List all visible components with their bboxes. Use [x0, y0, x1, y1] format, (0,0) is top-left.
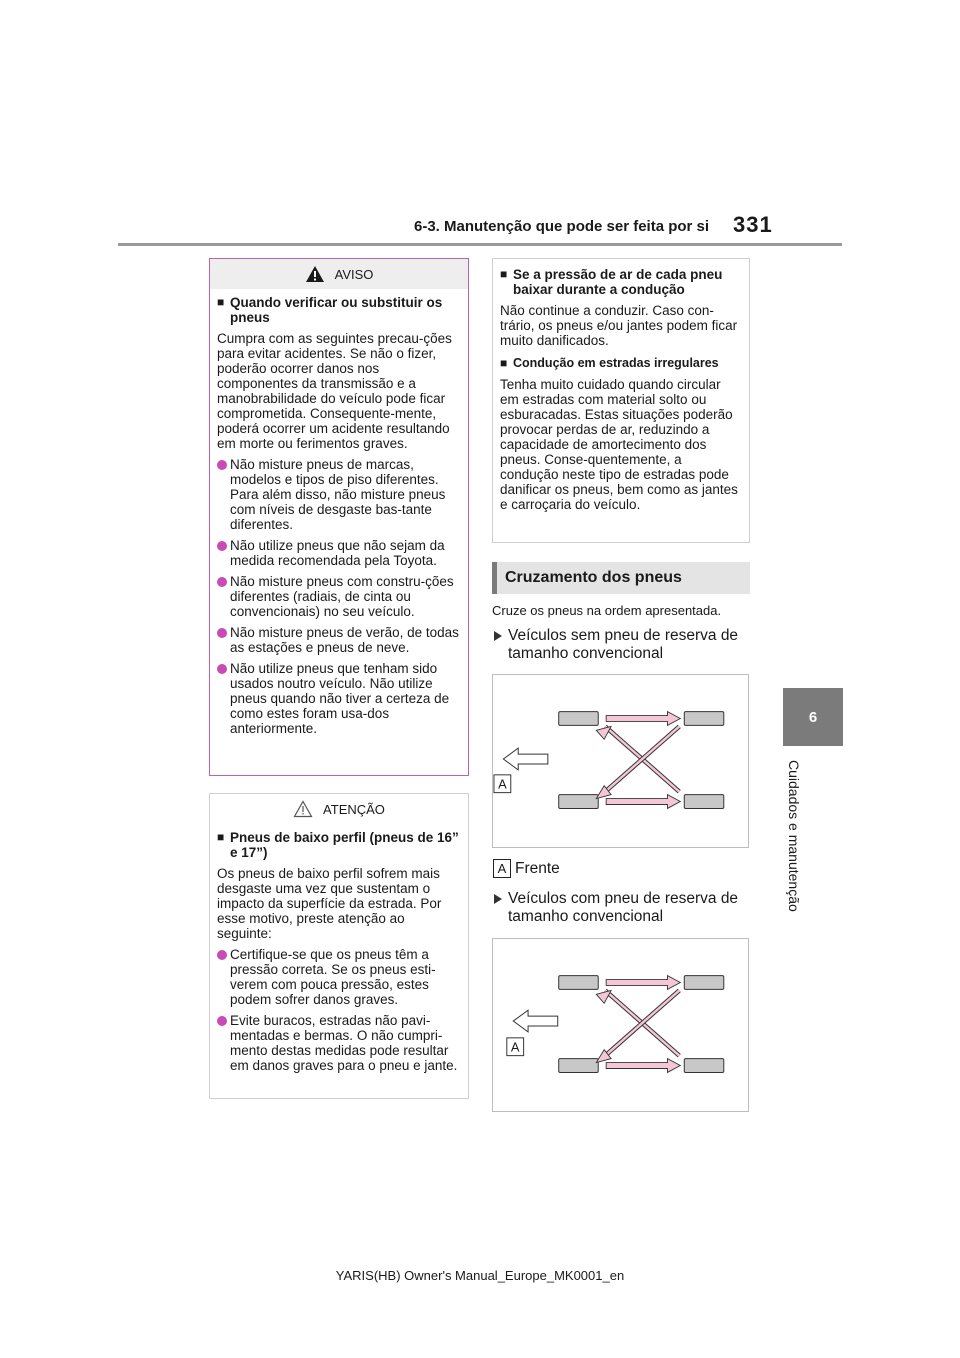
page-number: 331: [733, 212, 773, 237]
tire-front-right: [683, 711, 725, 726]
warning-bullet: Não misture pneus de marcas, modelos e t…: [217, 457, 461, 532]
warning-box: AVISO Quando verificar ou substituir os …: [209, 258, 469, 776]
tire-rear-left: [558, 794, 599, 809]
tire-rear-right: [683, 1058, 725, 1073]
arrow-front-left-to-right: [605, 710, 682, 727]
rotation-diagram-no-spare: A: [492, 674, 749, 848]
arrow-head: [595, 1048, 612, 1064]
pressure-section-title: Se a pressão de ar de cada pneu baixar d…: [500, 267, 742, 297]
chapter-tab: 6: [783, 688, 843, 746]
caution-intro: Os pneus de baixo perfil sofrem mais des…: [217, 866, 442, 941]
front-arrow-icon: [502, 747, 549, 771]
caution-box-continued: Se a pressão de ar de cada pneu baixar d…: [492, 258, 750, 543]
warning-bullet: Não utilize pneus que tenham sido usados…: [217, 661, 461, 736]
arrow-rear-left-to-right: [605, 1057, 682, 1074]
arrow-front-left-to-right: [605, 974, 682, 991]
arrow-head: [595, 784, 612, 800]
warning-intro: Cumpra com as seguintes precau-ções para…: [217, 331, 452, 451]
warning-bullet: Não misture pneus com constru-ções difer…: [217, 574, 461, 619]
caution-bullet: Evite buracos, estradas não pavi-mentada…: [217, 1013, 461, 1073]
label-a: A: [511, 1040, 520, 1055]
tire-front-right: [683, 975, 725, 990]
rotation-diagram-with-spare: A: [492, 938, 749, 1112]
front-arrow-icon: [512, 1009, 559, 1033]
warning-heading: AVISO: [334, 266, 374, 282]
tire-rear-left: [558, 1058, 599, 1073]
pressure-section-text: Não continue a conduzir. Caso con-trário…: [500, 303, 738, 348]
tire-rear-right: [683, 794, 725, 809]
rough-roads-text: Tenha muito cuidado quando circular em e…: [500, 377, 738, 512]
warning-box-header: AVISO: [210, 259, 468, 289]
page-footer: YARIS(HB) Owner's Manual_Europe_MK0001_e…: [335, 1268, 625, 1283]
chapter-header: 6-3. Manutenção que pode ser feita por s…: [414, 218, 710, 235]
arrow-head: [595, 989, 612, 1005]
caution-bullet: Certifique-se que os pneus têm a pressão…: [217, 947, 461, 1007]
chapter-tab-label: Cuidados e manutenção: [786, 760, 802, 912]
header-rule: [118, 243, 842, 246]
legend-a-tag: A: [493, 859, 511, 878]
arrow-rear-left-to-right: [605, 793, 682, 810]
warning-bullet: Não utilize pneus que não sejam da medid…: [217, 538, 461, 568]
caution-box-header: ATENÇÃO: [210, 794, 468, 824]
caution-box: ATENÇÃO Pneus de baixo perfil (pneus de …: [209, 793, 469, 1099]
warning-section-title: Quando verificar ou substituir os pneus: [217, 295, 461, 325]
warning-triangle-icon: [305, 266, 324, 282]
tire-front-left: [558, 711, 599, 726]
caution-heading: ATENÇÃO: [323, 801, 385, 817]
warning-bullet: Não misture pneus de verão, de todas as …: [217, 625, 461, 655]
label-a: A: [498, 777, 507, 792]
rotation-case-1: Veículos sem pneu de reserva de tamanho …: [494, 627, 768, 663]
rotation-case-2: Veículos com pneu de reserva de tamanho …: [494, 890, 768, 926]
rough-roads-title: Condução em estradas irregulares: [500, 356, 742, 371]
section-intro: Cruze os pneus na ordem apresentada.: [492, 603, 722, 618]
caution-section-title: Pneus de baixo perfil (pneus de 16” e 17…: [217, 830, 461, 860]
caution-triangle-icon: [293, 800, 313, 818]
legend-a-text: Frente: [515, 860, 560, 877]
arrow-head: [595, 725, 612, 741]
tire-front-left: [558, 975, 599, 990]
section-heading: Cruzamento dos pneus: [492, 562, 750, 594]
